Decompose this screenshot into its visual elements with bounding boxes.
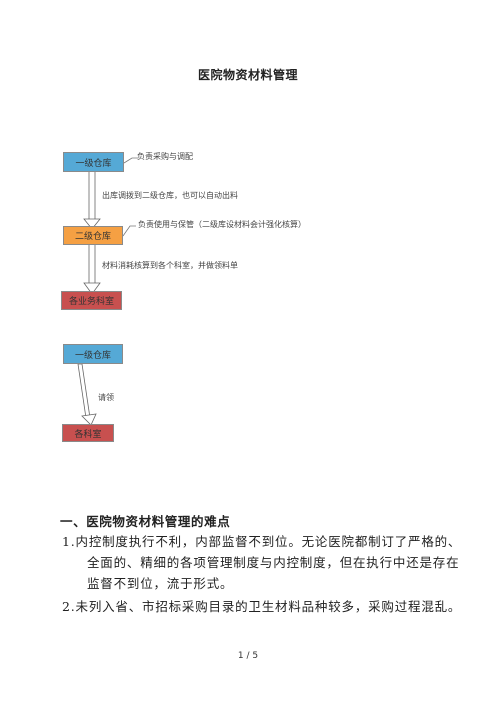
- note-usage-storage: 负责使用与保管（二级库设材料会计强化核算）: [138, 220, 306, 229]
- box-departments: 各科室: [62, 424, 114, 442]
- arrow-label-consumption: 材料消耗核算到各个科室，并做领料单: [102, 261, 238, 270]
- box-business-departments: 各业务科室: [61, 291, 122, 310]
- document-title: 医院物资材料管理: [197, 68, 298, 82]
- list-item-2: 2.未列入省、市招标采购目录的卫生材料品种较多，采购过程混乱。: [62, 596, 462, 617]
- arrow-box2-to-box3: [83, 243, 101, 295]
- item-1-first-line: 1.内控制度执行不利，内部监督不到位。无论医院都制订了严格的、: [62, 534, 462, 549]
- section-heading: 一、医院物资材料管理的难点: [60, 514, 231, 529]
- box-first-level-warehouse-2: 一级仓库: [63, 344, 123, 364]
- list-item-1: 1.内控制度执行不利，内部监督不到位。无论医院都制订了严格的、 全面的、精细的各…: [62, 531, 462, 594]
- item-1-line-2: 全面的、精细的各项管理制度与内控制度，但在执行中还是存在: [87, 555, 460, 570]
- arrow-label-requisition: 请领: [98, 393, 114, 402]
- box-first-level-warehouse: 一级仓库: [63, 152, 124, 172]
- item-2-first-line: 2.未列入省、市招标采购目录的卫生材料品种较多，采购过程混乱。: [62, 599, 462, 614]
- callout-line-note1: [123, 157, 138, 164]
- arrow-flow2: [77, 363, 97, 426]
- page-number: 1 / 5: [237, 651, 259, 661]
- callout-line-note2: [122, 225, 136, 237]
- box-second-level-warehouse: 二级仓库: [63, 226, 123, 245]
- item-1-line-3: 监督不到位，流于形式。: [87, 576, 234, 591]
- arrow-box1-to-box2: [83, 169, 101, 230]
- arrow-label-transfer: 出库调拨到二级仓库，也可以自动出料: [102, 191, 238, 200]
- note-procurement: 负责采购与调配: [137, 152, 193, 161]
